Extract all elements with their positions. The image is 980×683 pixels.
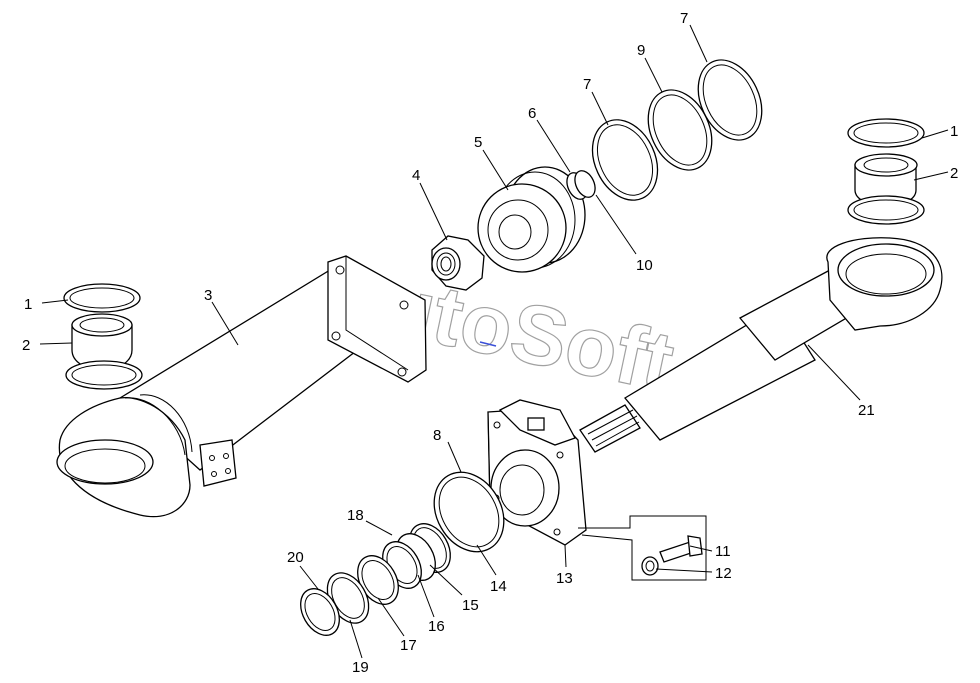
callout-16: 16 xyxy=(428,618,445,635)
callout-9: 9 xyxy=(637,42,645,59)
head-seal-ring xyxy=(433,471,505,553)
cylinder-head xyxy=(487,399,587,546)
callout-5: 5 xyxy=(474,134,482,151)
callout-21: 21 xyxy=(858,402,875,419)
piston xyxy=(477,166,586,273)
callout-12: 12 xyxy=(715,565,732,582)
piston-rod xyxy=(579,237,943,453)
callout-15: 15 xyxy=(462,597,479,614)
callout-3: 3 xyxy=(204,287,212,304)
accent-mark xyxy=(479,341,497,347)
callout-6: 6 xyxy=(528,105,536,122)
large-rings xyxy=(591,59,763,201)
callout-11: 11 xyxy=(715,543,731,560)
right-bushing-group xyxy=(847,118,925,225)
callout-4: 4 xyxy=(412,167,420,184)
callout-13: 13 xyxy=(556,570,573,587)
piston-nut xyxy=(431,235,485,291)
callout-2-left: 2 xyxy=(22,337,30,354)
cylinder-barrel xyxy=(56,255,427,518)
small-o-rings xyxy=(566,170,596,200)
callout-labels: 1 2 3 4 5 6 7 9 7 10 1 2 21 8 14 13 11 1… xyxy=(22,10,958,676)
rod-seal-rings xyxy=(300,523,451,636)
callout-2-right: 2 xyxy=(950,165,958,182)
left-bushing-group xyxy=(63,283,143,390)
callout-1-right: 1 xyxy=(950,123,958,140)
callout-10: 10 xyxy=(636,257,653,274)
callout-7-b: 7 xyxy=(680,10,688,27)
callout-7-a: 7 xyxy=(583,76,591,93)
leader-lines xyxy=(39,24,949,659)
bolt-detail-box xyxy=(578,515,707,581)
callout-1-left: 1 xyxy=(24,296,32,313)
callout-14: 14 xyxy=(490,578,507,595)
callout-18: 18 xyxy=(347,507,364,524)
callout-17: 17 xyxy=(400,637,417,654)
callout-8: 8 xyxy=(433,427,441,444)
callout-20: 20 xyxy=(287,549,304,566)
callout-19: 19 xyxy=(352,659,369,676)
